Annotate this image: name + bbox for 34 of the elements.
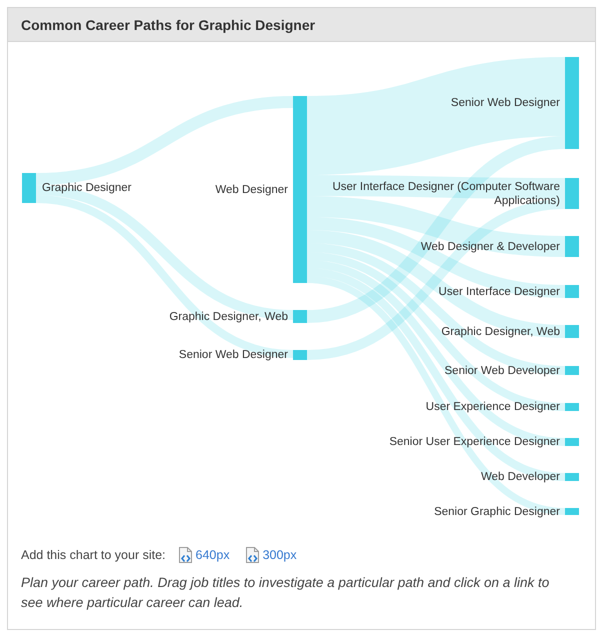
embed-prompt: Add this chart to your site: [21,548,166,562]
node-label: Web Designer [215,182,288,196]
node-label: Senior Web Designer [450,96,560,110]
flow-band [36,185,294,320]
flow-band [306,268,566,481]
node-label: Senior User Experience Designer [389,435,560,449]
flow-band [306,252,566,411]
node-label: Graphic Designer, Web [441,324,560,338]
node-label: Senior Web Developer [444,364,560,378]
instruction-text: Plan your career path. Drag job titles to investigate a particular path and click on a link to see where particular career can lead. [21,574,550,612]
node-label: User Interface Designer [438,284,560,298]
embed-link: 300px [246,547,297,563]
chart-title: Common Career Paths for Graphic Designer [21,17,316,34]
flow-band [306,243,566,375]
flow-band [306,217,566,298]
flow-band [306,57,566,175]
flow-band [36,96,294,185]
flow-band [36,195,294,358]
flow-band [306,175,566,199]
node-label: Senior Web Designer [178,348,288,362]
node-label: User Experience Designer [426,400,560,414]
flow-band [306,196,566,257]
flow-band [306,199,566,360]
node-label: Web Designer & Developer [420,240,560,254]
node-label: Senior Graphic Designer [434,504,560,518]
node-label: Web Developer [480,470,560,484]
flow-band [306,260,566,446]
node-label: User Interface Designer (Computer Software Applications) [331,180,560,208]
node-label: Graphic Designer, Web [169,310,288,324]
embed-link: 640px [178,547,230,563]
flow-band [306,276,566,515]
node-label: Graphic Designer [42,181,132,195]
flow-band [306,230,566,338]
flow-band [306,136,566,323]
